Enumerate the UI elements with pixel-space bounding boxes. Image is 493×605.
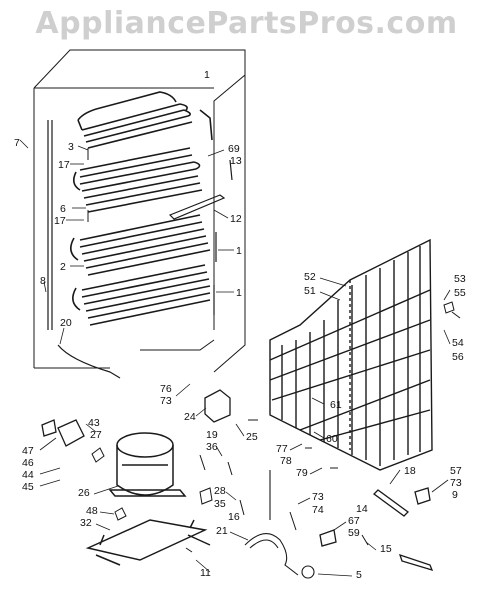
- callout-67: 67: [348, 515, 360, 527]
- callout-46: 46: [22, 457, 34, 469]
- callout-5: 5: [356, 569, 362, 581]
- callout-76: 76: [160, 383, 172, 395]
- callout-56: 56: [452, 351, 464, 363]
- callout-79: 79: [296, 467, 308, 479]
- defrost-parts: [319, 487, 434, 572]
- cabinet-outline: [33, 49, 246, 373]
- callout-1: 1: [204, 69, 210, 81]
- condenser-coil: [269, 238, 433, 471]
- callout-17-second: 17: [54, 215, 66, 227]
- callout-labels: 1 7 3 17 69 13 6 17 12 1 2 8 1 20 52 51 …: [14, 69, 466, 581]
- callout-55: 55: [454, 287, 466, 299]
- callout-27: 27: [90, 429, 102, 441]
- callout-74: 74: [312, 504, 324, 516]
- callout-57: 57: [450, 465, 462, 477]
- callout-13: 13: [230, 155, 242, 167]
- callout-44: 44: [22, 469, 34, 481]
- callout-35: 35: [214, 498, 226, 510]
- callout-8: 8: [40, 275, 46, 287]
- evaporator-shelf-lower-b: [72, 264, 211, 326]
- evaporator-shelf-middle: [72, 147, 203, 213]
- callout-69: 69: [228, 143, 240, 155]
- callout-16: 16: [228, 511, 240, 523]
- callout-2: 2: [60, 261, 66, 273]
- callout-6: 6: [60, 203, 66, 215]
- callout-54: 54: [452, 337, 464, 349]
- callout-20: 20: [60, 317, 72, 329]
- leader-lines: [19, 139, 451, 577]
- relay-box-24: [204, 389, 231, 423]
- callout-26: 26: [78, 487, 90, 499]
- callout-61: 61: [330, 399, 342, 411]
- callout-73-third: 73: [312, 491, 324, 503]
- callout-11: 11: [200, 567, 211, 579]
- overload-protector: [41, 419, 85, 447]
- mounting-base-frame: [85, 519, 211, 566]
- callout-18: 18: [404, 465, 416, 477]
- capillary-tube-12: [168, 194, 226, 220]
- callout-53: 53: [454, 273, 466, 285]
- callout-14: 14: [356, 503, 368, 515]
- callout-12: 12: [230, 213, 242, 225]
- compressor: [108, 432, 187, 497]
- callout-3: 3: [68, 141, 74, 153]
- callout-25: 25: [246, 431, 258, 443]
- callout-19: 19: [206, 429, 218, 441]
- callout-7: 7: [14, 137, 20, 149]
- callout-60: 60: [326, 433, 338, 445]
- callout-47: 47: [22, 445, 34, 457]
- callout-21: 21: [216, 525, 228, 537]
- callout-1-third: 1: [236, 287, 242, 299]
- callout-36: 36: [206, 441, 218, 453]
- callout-51: 51: [304, 285, 316, 297]
- evaporator-shelf-top: [77, 91, 213, 149]
- suction-line-tubes: [47, 120, 233, 379]
- callout-73-second: 73: [450, 477, 462, 489]
- callout-45: 45: [22, 481, 34, 493]
- callout-73: 73: [160, 395, 172, 407]
- callout-9: 9: [452, 489, 458, 501]
- callout-48: 48: [86, 505, 98, 517]
- callout-78: 78: [280, 455, 292, 467]
- callout-43: 43: [88, 417, 100, 429]
- callout-17: 17: [58, 159, 70, 171]
- callout-59: 59: [348, 527, 360, 539]
- callout-32: 32: [80, 517, 92, 529]
- wiring-harness: [244, 470, 315, 579]
- callout-28: 28: [214, 485, 226, 497]
- callout-77: 77: [276, 443, 288, 455]
- callout-15: 15: [380, 543, 392, 555]
- evaporator-shelf-lower-a: [70, 214, 211, 276]
- callout-24: 24: [184, 411, 196, 423]
- callout-1-second: 1: [236, 245, 242, 257]
- callout-52: 52: [304, 271, 316, 283]
- watermark: AppliancePartsPros.com: [35, 6, 458, 41]
